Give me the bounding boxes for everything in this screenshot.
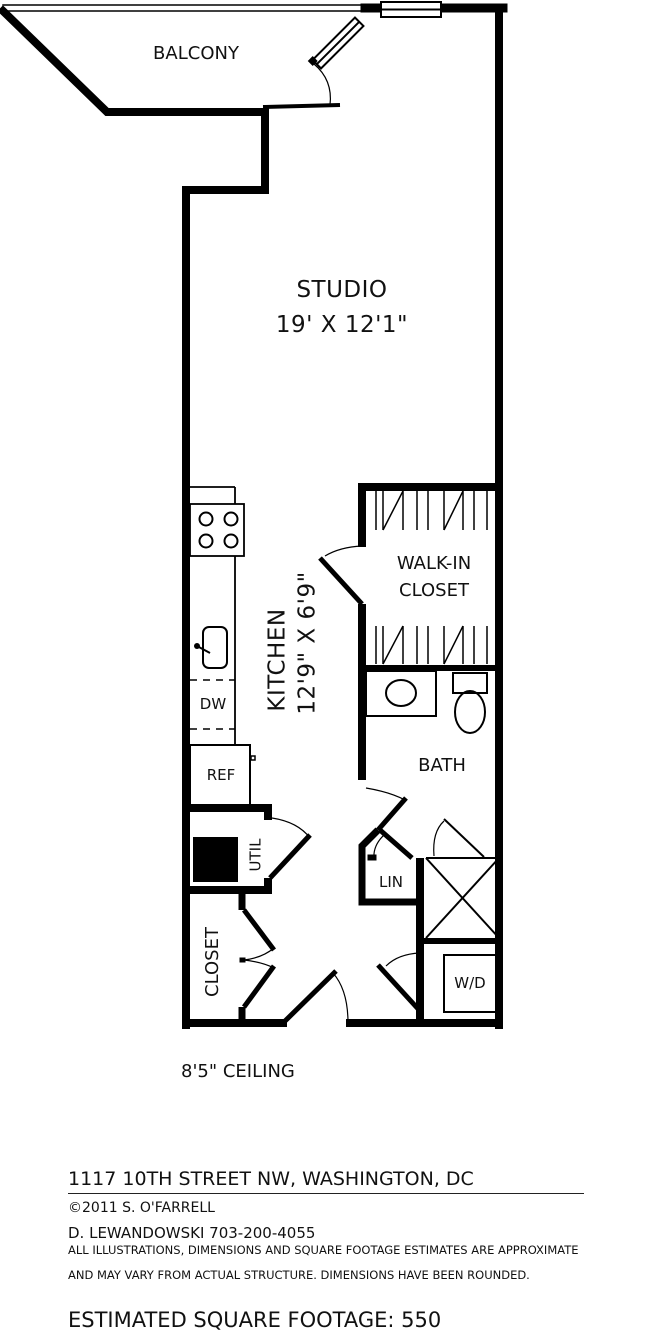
kitchen-counter: [189, 486, 245, 745]
toilet-icon: [452, 672, 488, 734]
sink-icon: [194, 626, 228, 669]
water-heater: [193, 837, 238, 882]
utility-closet: [186, 804, 312, 894]
studio-label: STUDIO: [296, 277, 388, 303]
washer-dryer: [443, 954, 498, 1013]
closet-label: CLOSET: [202, 927, 223, 997]
ceiling-height: 8'5" CEILING: [181, 1061, 295, 1082]
closet-shelving-bottom: [375, 625, 488, 665]
disclaimer-line-1: ALL ILLUSTRATIONS, DIMENSIONS AND SQUARE…: [68, 1243, 579, 1257]
utility-label: UTIL: [246, 838, 265, 872]
balcony-label: BALCONY: [153, 43, 239, 64]
walk-in-closet-label-line2: CLOSET: [399, 580, 469, 601]
kitchen-dimensions: 12'9" X 6'9": [294, 571, 321, 715]
kitchen-label: KITCHEN: [264, 608, 291, 712]
entry-door[interactable]: [281, 969, 349, 1025]
balcony-door[interactable]: [311, 16, 365, 70]
stove-burners: [198, 511, 239, 549]
walk-in-closet-label-line1: WALK-IN: [396, 553, 472, 574]
window-top: [380, 1, 442, 18]
closet-walls: [238, 893, 277, 1023]
agent-contact: D. LEWANDOWSKI 703-200-4055: [68, 1224, 316, 1242]
linen-closet: [358, 827, 424, 906]
bath-door[interactable]: [365, 787, 408, 832]
closet-shelving-top: [375, 490, 488, 531]
property-address: 1117 10TH STREET NW, WASHINGTON, DC: [68, 1168, 474, 1190]
linen-label: LIN: [378, 873, 404, 891]
dishwasher-label: DW: [199, 695, 227, 713]
shower: [416, 818, 500, 1020]
balcony-wall: [0, 5, 269, 116]
bathroom-vanity: [365, 670, 437, 717]
refrigerator-label: REF: [206, 766, 236, 784]
stove: [189, 503, 245, 557]
disclaimer-line-2: AND MAY VARY FROM ACTUAL STRUCTURE. DIME…: [68, 1268, 530, 1282]
footer-divider: [68, 1193, 584, 1194]
laundry-door[interactable]: [376, 952, 422, 1013]
studio-dimensions: 19' X 12'1": [275, 312, 409, 338]
door-swing-arc: [313, 63, 332, 106]
walk-in-closet-walls: [318, 483, 499, 780]
balcony-railing: [2, 4, 366, 12]
bath-label: BATH: [418, 755, 466, 776]
copyright: ©2011 S. O'FARRELL: [68, 1200, 215, 1216]
washer-dryer-label: W/D: [454, 974, 486, 992]
square-footage: ESTIMATED SQUARE FOOTAGE: 550: [68, 1308, 442, 1332]
